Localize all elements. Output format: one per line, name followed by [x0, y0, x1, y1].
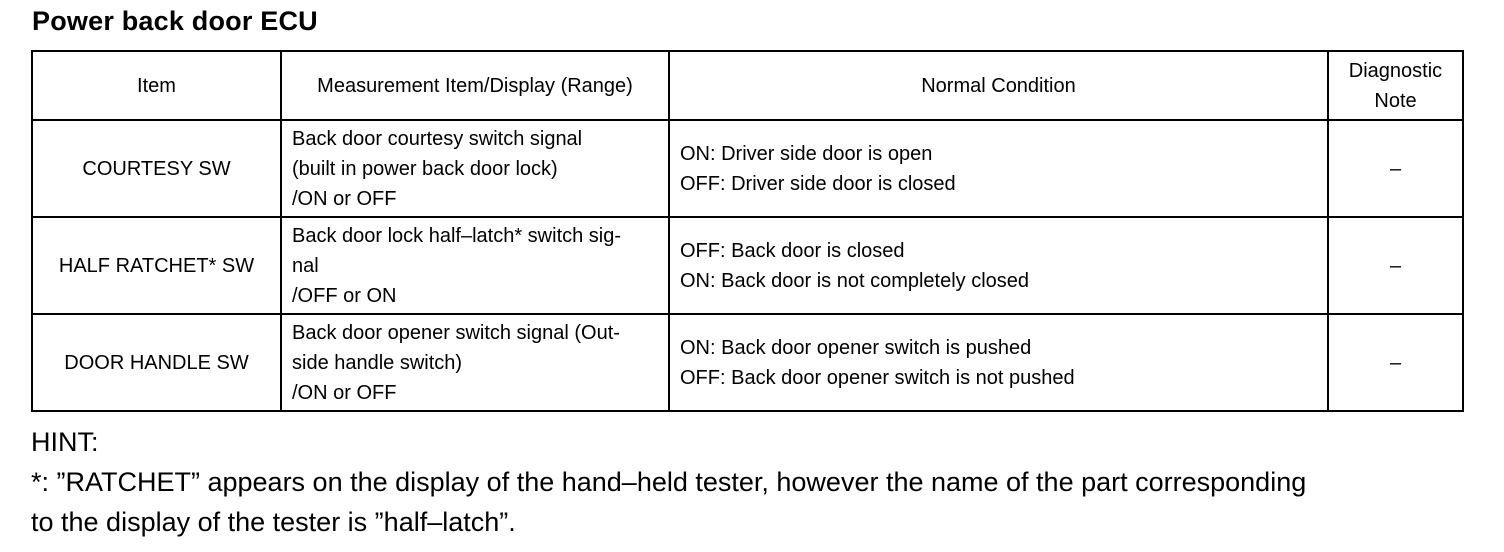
row-measurement: Back door courtesy switch signal (built … — [280, 119, 670, 218]
measurement-line: Back door lock half–latch* switch sig- — [292, 224, 622, 247]
page-title: Power back door ECU — [32, 6, 318, 36]
row-normal-condition: ON: Back door opener switch is pushed OF… — [668, 313, 1329, 412]
measurement-line: side handle switch) — [292, 351, 463, 374]
hint-label: HINT: — [31, 427, 99, 457]
condition-line: OFF: Back door is closed — [680, 239, 905, 262]
condition-line: OFF: Driver side door is closed — [680, 172, 956, 195]
header-diagnostic-note: Diagnostic Note — [1327, 50, 1464, 121]
hint-text-line2: to the display of the tester is ”half–la… — [31, 507, 516, 537]
row-measurement: Back door lock half–latch* switch sig- n… — [280, 216, 670, 315]
hint-section: HINT: *: ”RATCHET” appears on the displa… — [31, 422, 1471, 542]
header-normal-condition: Normal Condition — [668, 50, 1329, 121]
table-header-row: Item Measurement Item/Display (Range) No… — [31, 50, 1464, 121]
measurement-line: (built in power back door lock) — [292, 157, 558, 180]
data-list-table: Item Measurement Item/Display (Range) No… — [31, 50, 1464, 412]
row-item: DOOR HANDLE SW — [31, 313, 282, 412]
table-row: HALF RATCHET* SW Back door lock half–lat… — [31, 216, 1464, 315]
hint-text-line1: *: ”RATCHET” appears on the display of t… — [31, 467, 1307, 497]
measurement-line: Back door courtesy switch signal — [292, 127, 583, 150]
header-diagnostic-line1: Diagnostic — [1348, 59, 1443, 82]
condition-line: ON: Back door opener switch is pushed — [680, 336, 1032, 359]
condition-line: OFF: Back door opener switch is not push… — [680, 366, 1075, 389]
row-item: HALF RATCHET* SW — [31, 216, 282, 315]
header-item: Item — [31, 50, 282, 121]
measurement-line: nal — [292, 254, 319, 277]
row-normal-condition: ON: Driver side door is open OFF: Driver… — [668, 119, 1329, 218]
measurement-line: /ON or OFF — [292, 187, 397, 210]
row-normal-condition: OFF: Back door is closed ON: Back door i… — [668, 216, 1329, 315]
table-row: DOOR HANDLE SW Back door opener switch s… — [31, 313, 1464, 412]
table-row: COURTESY SW Back door courtesy switch si… — [31, 119, 1464, 218]
row-diagnostic-note: – — [1327, 216, 1464, 315]
row-item: COURTESY SW — [31, 119, 282, 218]
row-diagnostic-note: – — [1327, 119, 1464, 218]
header-measurement: Measurement Item/Display (Range) — [280, 50, 670, 121]
row-measurement: Back door opener switch signal (Out- sid… — [280, 313, 670, 412]
measurement-line: /ON or OFF — [292, 381, 397, 404]
condition-line: ON: Driver side door is open — [680, 142, 933, 165]
measurement-line: /OFF or ON — [292, 284, 397, 307]
header-diagnostic-line2: Note — [1374, 89, 1417, 112]
condition-line: ON: Back door is not completely closed — [680, 269, 1030, 292]
measurement-line: Back door opener switch signal (Out- — [292, 321, 620, 344]
row-diagnostic-note: – — [1327, 313, 1464, 412]
